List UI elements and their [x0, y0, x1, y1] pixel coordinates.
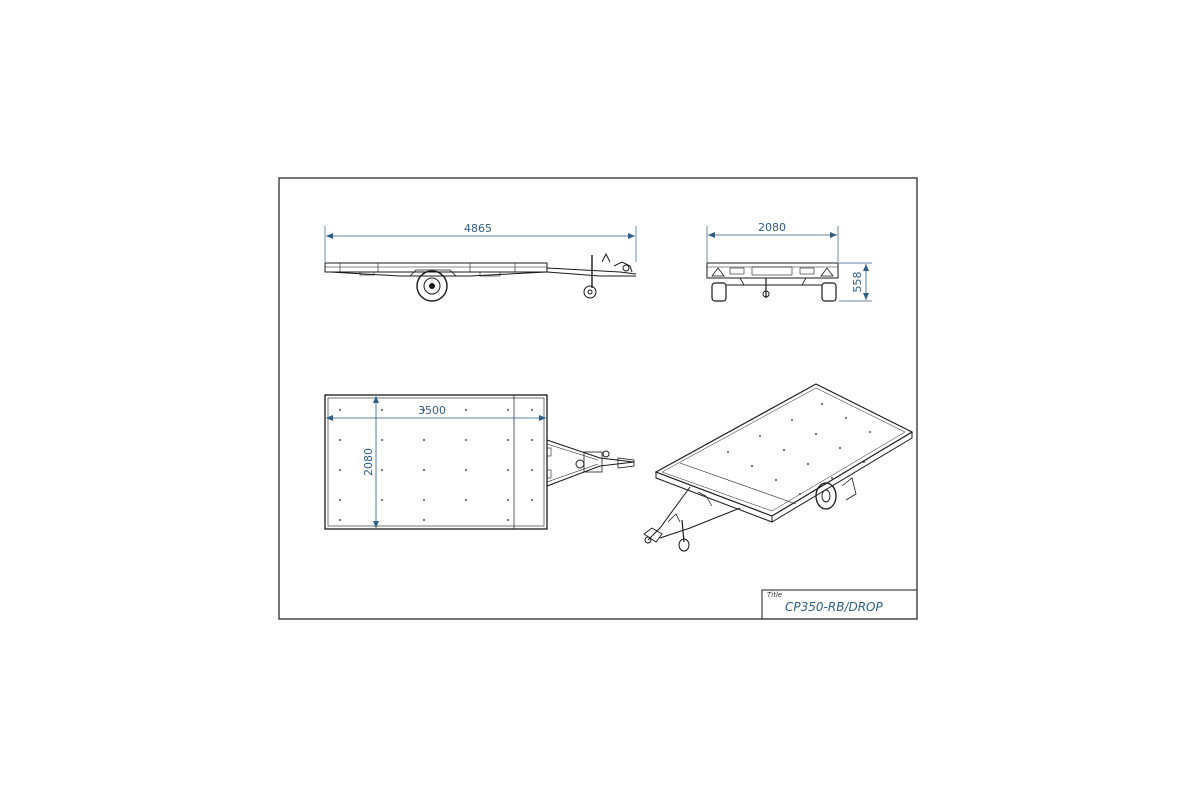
dimension-label: 558: [851, 272, 864, 293]
title-block-label: Title: [767, 591, 782, 599]
plan-view: [324, 394, 635, 530]
dimension-label: 4865: [464, 222, 492, 235]
dimension-end-width: 2080: [706, 221, 839, 262]
dimension-plan-width: 2080: [362, 396, 379, 528]
title-block-value: CP350-RB/DROP: [785, 600, 883, 614]
title-block: Title CP350-RB/DROP: [761, 589, 917, 619]
plan-rivets: [339, 409, 533, 521]
sheet-border: [278, 177, 918, 620]
side-view: [324, 252, 637, 302]
isometric-view: [643, 383, 914, 552]
dimension-label: 2080: [362, 448, 375, 476]
dimension-end-height: 558: [839, 262, 872, 302]
dimension-label: 2080: [758, 221, 786, 234]
dimension-side-length: 4865: [324, 222, 637, 262]
dimension-plan-length: 3500: [326, 404, 546, 421]
end-view: [706, 262, 839, 302]
dimension-label: 3500: [418, 404, 446, 417]
isometric-rivets: [727, 403, 871, 495]
